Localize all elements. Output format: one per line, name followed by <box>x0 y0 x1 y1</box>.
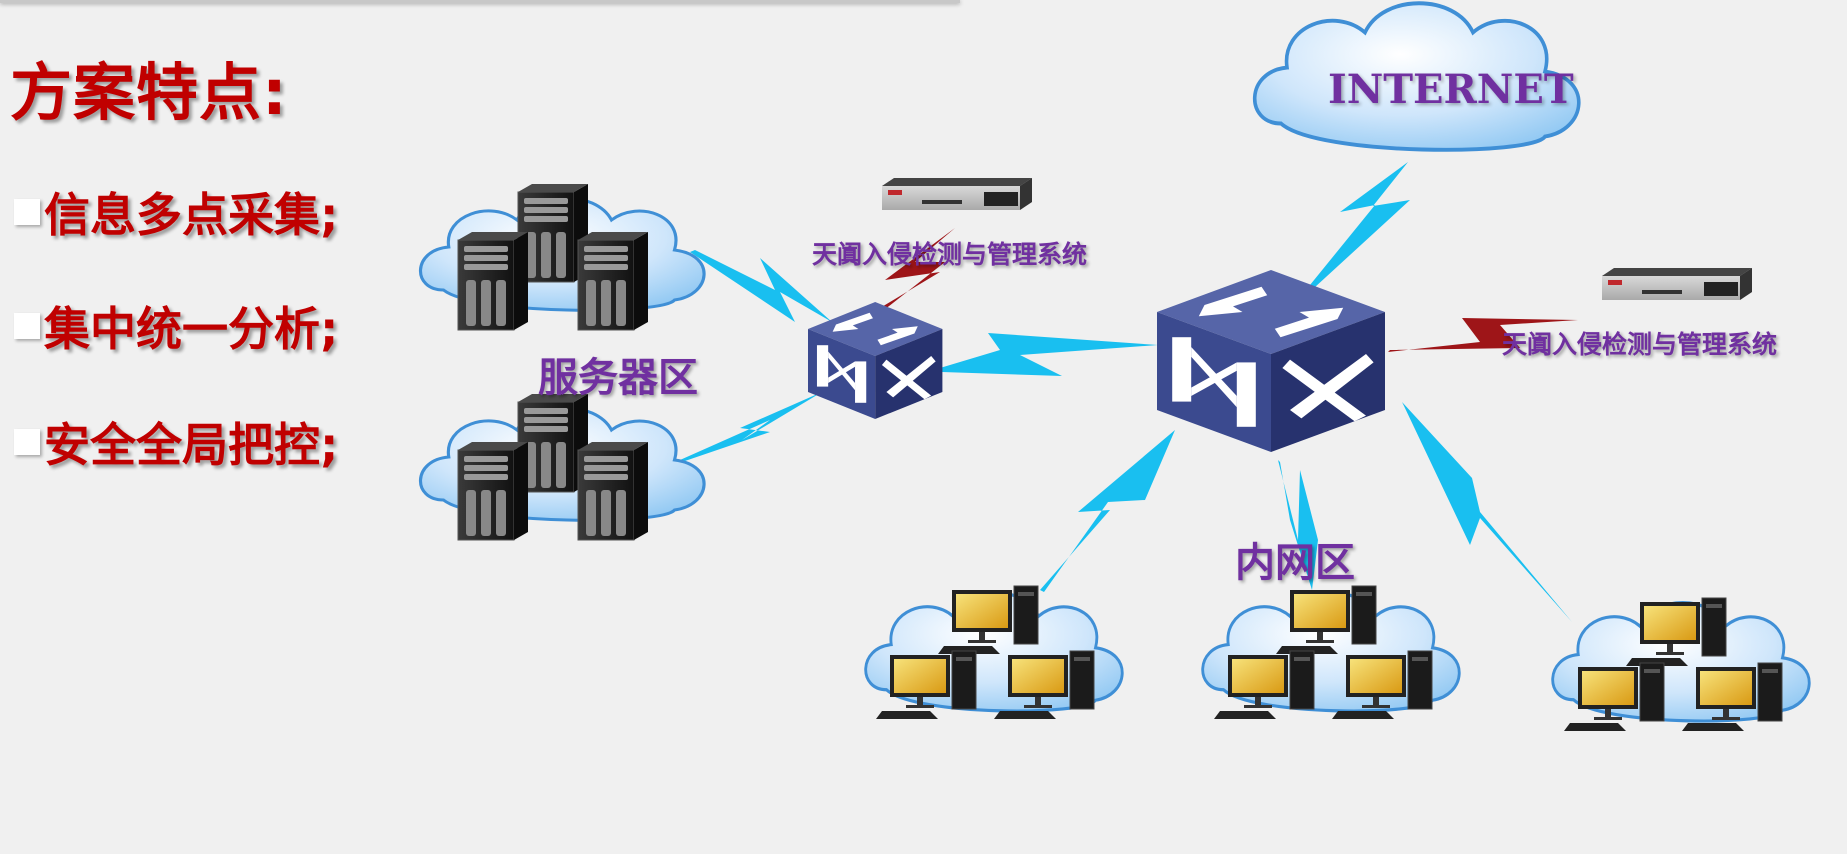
ids-appliance-icon <box>882 178 1032 210</box>
link-switch-to-core <box>940 333 1158 376</box>
link-server-cloud-1-to-switch <box>690 250 832 322</box>
bullet-item: 信息多点采集; <box>14 182 338 242</box>
link-core-to-pc-group-1 <box>1040 430 1175 592</box>
link-core-to-ids-2 <box>1388 318 1578 352</box>
bullet-text: 信息多点采集; <box>44 188 339 242</box>
bullet-square-icon <box>14 429 40 455</box>
internet-label: INTERNET <box>1328 66 1574 113</box>
ids-label: 天阗入侵检测与管理系统 <box>812 240 1088 269</box>
bullet-square-icon <box>14 199 40 225</box>
link-core-to-pc-group-3 <box>1402 402 1572 622</box>
bullet-item: 安全全局把控; <box>14 412 338 472</box>
link-server-cloud-2-to-switch <box>680 392 822 462</box>
ids-label: 天阗入侵检测与管理系统 <box>1502 330 1778 359</box>
slide-title: 方案特点: <box>10 56 288 129</box>
ids-appliance-icon <box>1602 268 1752 300</box>
link-core-to-internet <box>1310 162 1410 288</box>
bullet-text: 集中统一分析; <box>44 302 339 356</box>
core-switch-icon <box>1157 270 1385 452</box>
top-divider <box>0 0 960 3</box>
server-zone-label: 服务器区 <box>538 355 698 401</box>
intranet-zone-label: 内网区 <box>1235 540 1355 586</box>
bullet-item: 集中统一分析; <box>14 296 338 356</box>
bullet-text: 安全全局把控; <box>44 418 339 472</box>
link-switch-to-ids-1 <box>880 228 955 310</box>
bullet-square-icon <box>14 313 40 339</box>
link-core-to-pc-group-2 <box>1278 460 1318 590</box>
